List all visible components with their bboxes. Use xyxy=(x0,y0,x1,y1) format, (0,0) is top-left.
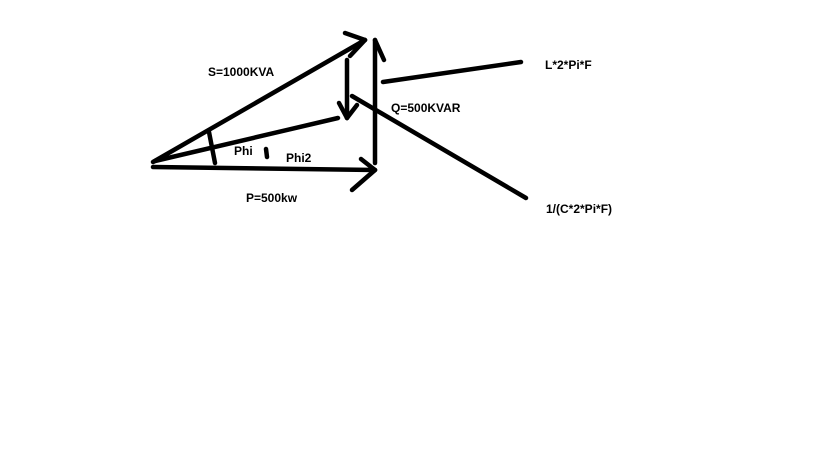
s-vector xyxy=(150,30,368,165)
p-label: P=500kw xyxy=(246,191,298,205)
inductive-reactance-label: L*2*Pi*F xyxy=(545,58,592,72)
inductive-leader-line xyxy=(380,59,524,85)
phi-angle-mark xyxy=(206,129,218,166)
q-vector xyxy=(372,37,387,166)
phi2-angle-mark xyxy=(263,146,270,160)
p-vector xyxy=(150,156,378,193)
s-label: S=1000KVA xyxy=(208,65,274,79)
capacitive-reactance-label: 1/(C*2*Pi*F) xyxy=(546,202,612,216)
q-label: Q=500KVAR xyxy=(391,101,461,115)
s2-line xyxy=(152,115,341,164)
phi2-label: Phi2 xyxy=(286,151,312,165)
compensation-vector xyxy=(336,57,360,121)
capacitive-leader-line xyxy=(349,93,529,201)
phi-label: Phi xyxy=(234,144,253,158)
